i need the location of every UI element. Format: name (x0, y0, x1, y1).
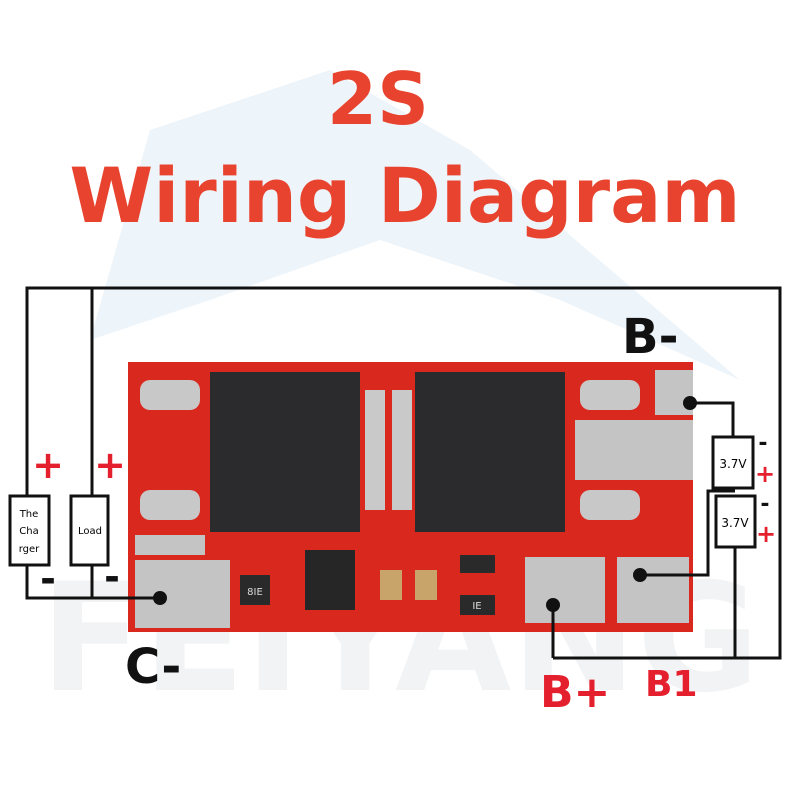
pcb-board: 8IE IE (128, 362, 693, 632)
marking-1: 8IE (247, 587, 263, 598)
title-line-2: Wiring Diagram (69, 151, 740, 240)
b1-dot (633, 568, 647, 582)
marking-2: IE (472, 601, 481, 612)
battery-1-plus: + (755, 460, 775, 488)
battery-1-minus: - (758, 431, 767, 456)
charger-label-1: The (19, 509, 39, 520)
load-plus: + (94, 443, 126, 487)
battery-1-label: 3.7V (719, 457, 747, 471)
mosfet-left (210, 372, 360, 532)
label-c-minus: C- (125, 639, 181, 695)
label-b1: B1 (645, 664, 698, 705)
battery-2-label: 3.7V (721, 516, 749, 530)
title-line-1: 2S (327, 57, 429, 141)
label-b-minus: B- (622, 309, 679, 365)
b-plus-dot (546, 598, 560, 612)
charger-label-2: Cha (19, 526, 38, 537)
load-label: Load (78, 526, 102, 537)
charger-label-3: rger (19, 544, 40, 555)
load-minus: - (104, 555, 120, 599)
ic-chip (305, 550, 355, 610)
charger-plus: + (32, 443, 64, 487)
battery-2-minus: - (760, 492, 769, 517)
wires (25, 286, 782, 660)
label-b-plus: B+ (540, 667, 610, 718)
charger-box: The Cha rger (8, 494, 51, 567)
charger-minus: - (40, 557, 56, 601)
battery-2-plus: + (756, 520, 776, 548)
battery-1: 3.7V - + (711, 431, 775, 490)
b-minus-dot (683, 396, 697, 410)
battery-2: 3.7V - + (714, 492, 776, 549)
mosfet-right (415, 372, 565, 532)
c-minus-dot (153, 591, 167, 605)
load-box: Load (69, 494, 110, 567)
